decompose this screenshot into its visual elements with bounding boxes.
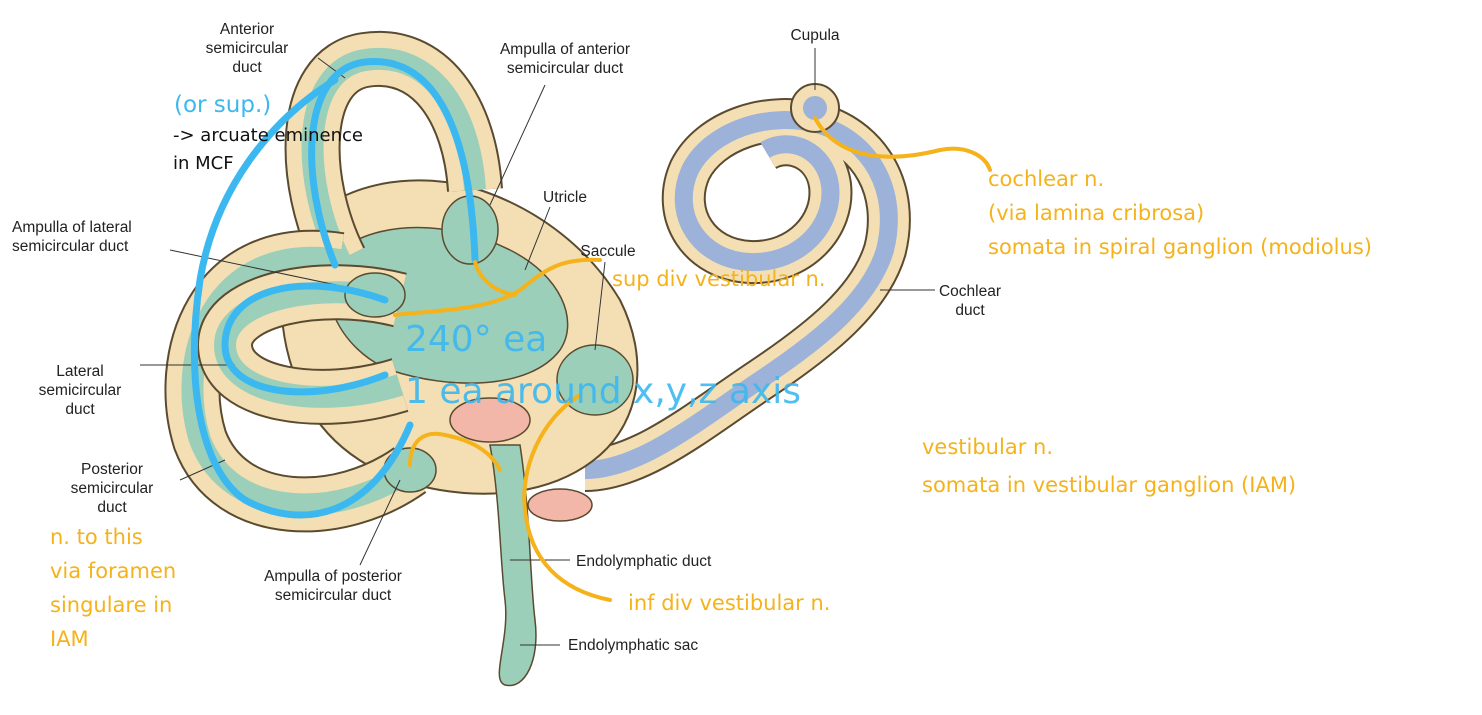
inf-div-stroke [522, 393, 612, 602]
orange-nerve-strokes [393, 116, 992, 602]
sup-div-branch [473, 260, 517, 297]
note-arcuate: -> arcuate eminence in MCF [173, 125, 363, 174]
note-inf-div: inf div vestibular n. [628, 591, 831, 615]
label-posterior-duct: Posterior semicircular duct [70, 461, 154, 516]
label-cochlear-duct: Cochlear duct [938, 283, 1002, 319]
blue-trace-anterior [308, 58, 479, 269]
label-ampulla-lateral: Ampulla of lateral semicircular duct [12, 219, 132, 255]
label-endolymphatic-sac: Endolymphatic sac [568, 637, 699, 654]
note-cochlear-n: cochlear n. (via lamina cribrosa) somata… [988, 167, 1372, 259]
label-endolymphatic-duct: Endolymphatic duct [576, 553, 712, 570]
label-cupula: Cupula [790, 27, 840, 44]
blue-trace-lateral [221, 282, 389, 396]
note-angle: 240° ea [405, 319, 548, 360]
posterior-duct [164, 229, 427, 533]
note-sup-div: sup div vestibular n. [612, 267, 826, 291]
saccular-duct-end [527, 488, 593, 522]
cochlea [583, 83, 911, 492]
label-anterior-duct: Anterior semicircular duct [205, 21, 289, 76]
note-vestibular-n: vestibular n. somata in vestibular gangl… [922, 435, 1297, 497]
posterior-nerve-stroke [408, 431, 502, 472]
sup-div-stroke [393, 257, 602, 317]
label-utricle: Utricle [543, 189, 587, 206]
cochlear-nerve-stroke [813, 116, 992, 172]
blue-annotation-strokes [190, 58, 479, 519]
blue-trace-posterior [190, 76, 414, 519]
macula [449, 397, 531, 443]
label-ampulla-anterior: Ampulla of anterior semicircular duct [499, 41, 631, 77]
label-ampulla-posterior: Ampulla of posterior semicircular duct [264, 568, 402, 604]
note-or-sup: (or sup.) [174, 92, 272, 118]
label-saccule: Saccule [580, 243, 636, 260]
label-lateral-duct: Lateral semicircular duct [38, 363, 122, 418]
note-posterior-nerve: n. to this via foramen singulare in IAM [50, 525, 177, 651]
note-axis: 1 ea around x,y,z axis [405, 371, 801, 412]
